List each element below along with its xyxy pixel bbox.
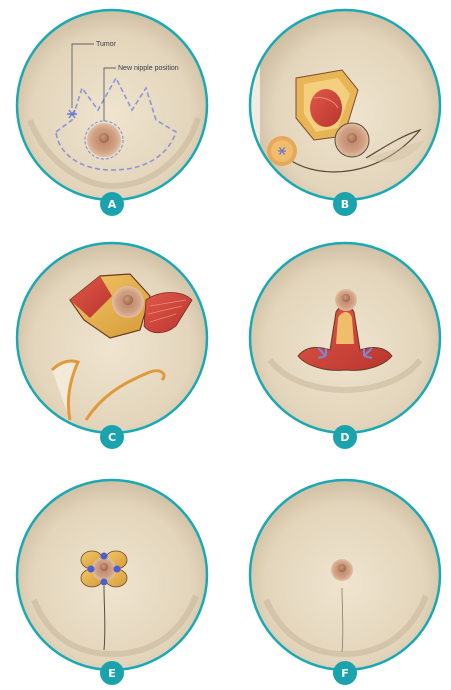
panel-c-badge-label: C — [108, 431, 116, 444]
new-nipple-position-label: New nipple position — [118, 65, 179, 72]
panel-e: E — [17, 480, 207, 685]
panel-b-badge-label: B — [341, 198, 349, 211]
panel-a: Tumor New nipple position A — [17, 10, 207, 216]
panel-e-badge-label: E — [108, 667, 116, 680]
tumor-label: Tumor — [96, 41, 117, 48]
panel-c: C — [17, 243, 207, 449]
panel-a-badge-label: A — [108, 198, 117, 211]
tumor-specimen — [267, 136, 297, 166]
panel-d-badge-label: D — [340, 431, 349, 444]
panel-d: D — [250, 243, 440, 449]
panel-f: F — [250, 480, 440, 685]
panel-f-badge-label: F — [341, 667, 349, 680]
panel-b: B — [250, 10, 440, 216]
